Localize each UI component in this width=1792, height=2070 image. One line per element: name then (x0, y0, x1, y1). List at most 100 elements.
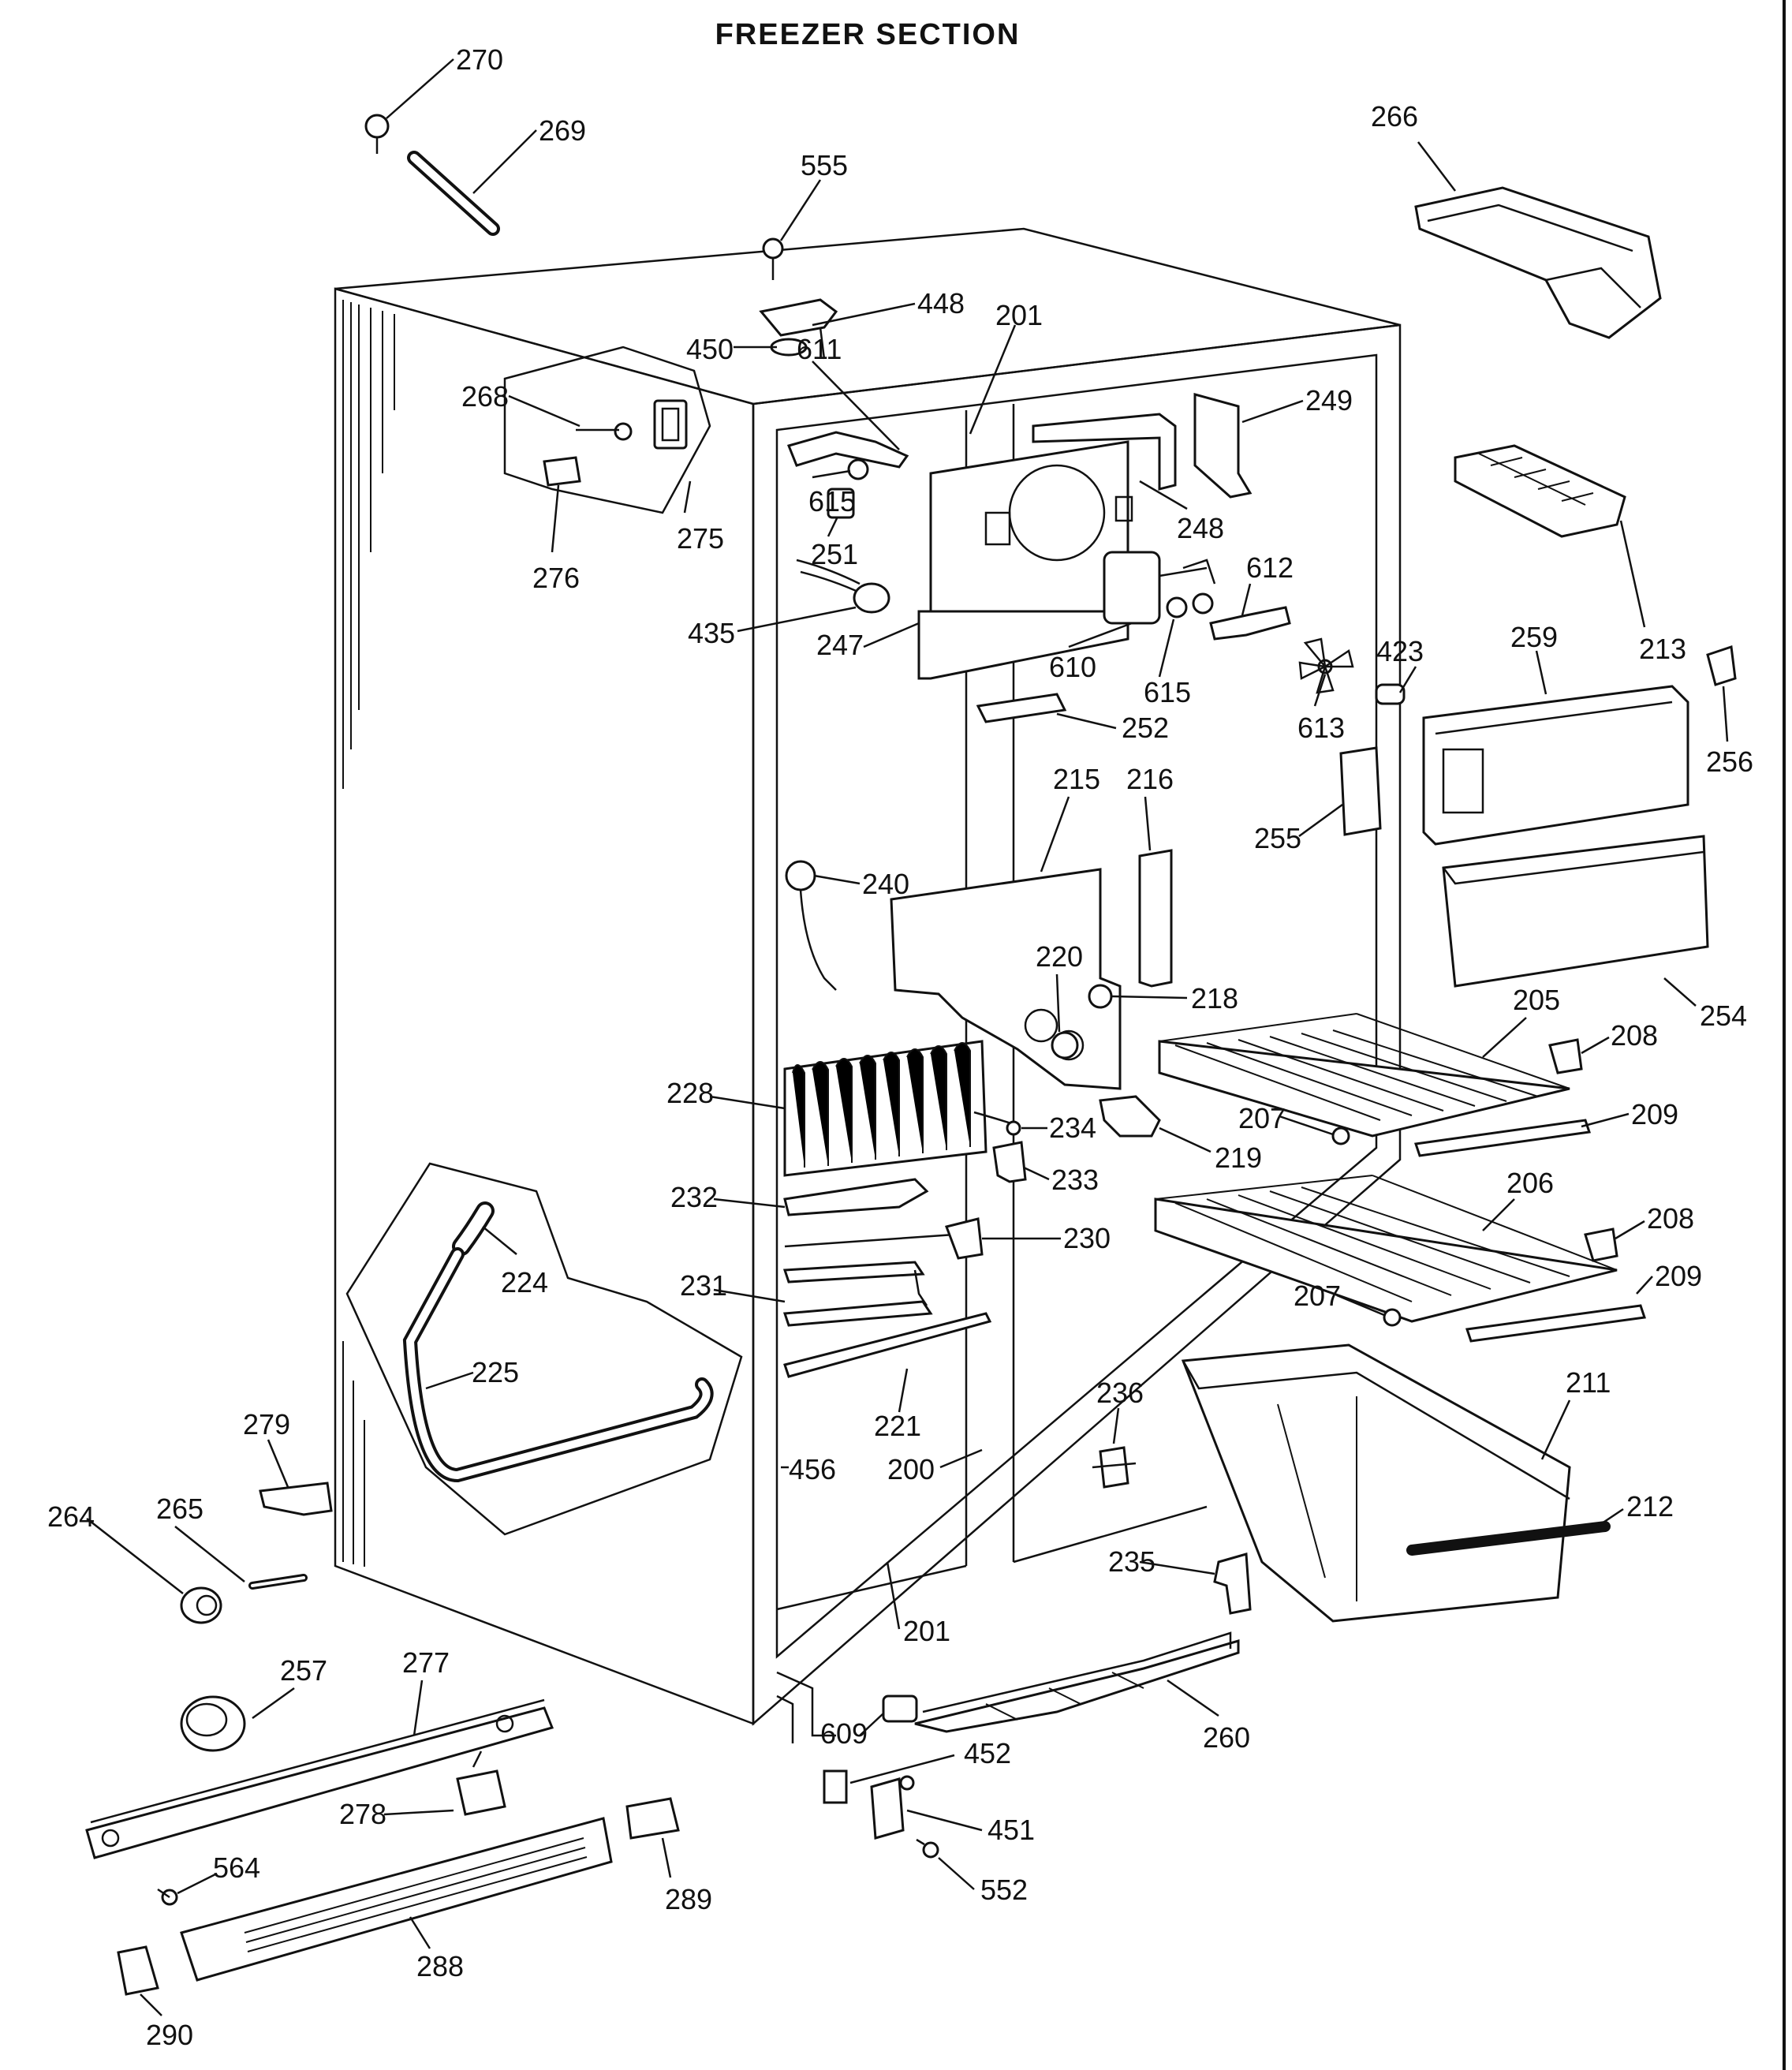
label-269: 269 (539, 114, 586, 147)
label-231: 231 (680, 1269, 727, 1302)
part-276-clip (543, 456, 581, 487)
label-206: 206 (1506, 1167, 1554, 1199)
label-275: 275 (677, 522, 724, 555)
part-219-thermostat (1099, 1095, 1161, 1138)
page-title: FREEZER SECTION (715, 18, 1021, 51)
label-209-bottom: 209 (1655, 1260, 1702, 1292)
label-277: 277 (402, 1646, 450, 1679)
liner-floor-edge-2 (1013, 1505, 1208, 1564)
label-209-top: 209 (1631, 1098, 1678, 1130)
part-251-light-socket (827, 488, 855, 519)
part-218-grommet (1088, 984, 1113, 1009)
label-451: 451 (987, 1814, 1035, 1846)
part-270-screw (364, 114, 390, 154)
cabinet-top (334, 227, 1401, 405)
part-279-bracket (259, 1482, 333, 1516)
part-207-stud (1331, 1127, 1350, 1145)
part-615-grommet (847, 458, 869, 480)
label-252: 252 (1122, 712, 1169, 744)
label-450: 450 (686, 333, 734, 365)
label-423: 423 (1376, 635, 1424, 667)
part-213-ice-tray (1454, 444, 1626, 538)
label-200: 200 (887, 1453, 935, 1485)
part-228-evaporator (783, 1040, 987, 1177)
cabinet-front-leg (776, 1671, 836, 1737)
label-225: 225 (472, 1356, 519, 1388)
label-221: 221 (874, 1410, 921, 1442)
part-264-roller (180, 1586, 222, 1624)
label-260: 260 (1203, 1721, 1250, 1754)
part-256-latch (1706, 645, 1737, 686)
label-251: 251 (811, 538, 858, 570)
part-220-grommet (1051, 1031, 1079, 1059)
label-248: 248 (1177, 512, 1224, 544)
part-249-bracket (1193, 393, 1253, 499)
part-290-end-cap (117, 1945, 159, 1996)
label-270: 270 (456, 43, 503, 76)
liner-floor-edge (776, 1564, 967, 1611)
label-289: 289 (665, 1883, 712, 1915)
label-610: 610 (1049, 651, 1096, 683)
cabinet-side (334, 287, 755, 1725)
label-257: 257 (280, 1654, 327, 1687)
label-211: 211 (1566, 1366, 1611, 1399)
label-234: 234 (1049, 1112, 1096, 1144)
part-612-bracket (1209, 606, 1291, 641)
part-224-drain-hose (452, 1201, 495, 1256)
part-230-heater-terminal (784, 1217, 984, 1260)
part-452-plate (823, 1769, 848, 1804)
part-207-stud-2 (1383, 1308, 1402, 1327)
part-208-bracket (1548, 1038, 1583, 1074)
part-212-basket-handle (1406, 1521, 1611, 1556)
label-220: 220 (1036, 940, 1083, 973)
part-211-basket (1181, 1343, 1571, 1623)
label-207-bottom: 207 (1294, 1280, 1341, 1312)
part-423-bulb (1375, 683, 1406, 705)
part-247-fan-shroud (917, 440, 1133, 680)
label-230: 230 (1063, 1222, 1111, 1254)
part-268-switch-wire (576, 422, 633, 441)
part-610-fan-motor (1103, 551, 1216, 625)
part-235-hinge (1213, 1552, 1252, 1615)
label-612: 612 (1246, 551, 1294, 584)
label-256: 256 (1706, 745, 1753, 778)
label-290: 290 (146, 2019, 193, 2051)
part-259-shelf-top (1422, 685, 1689, 846)
label-208-bottom: 208 (1647, 1202, 1694, 1235)
cabinet-front-frame (752, 323, 1402, 1726)
label-611: 611 (797, 333, 842, 365)
label-265: 265 (156, 1493, 203, 1525)
part-448-hinge (759, 298, 838, 337)
part-236-hinge-pin (1092, 1446, 1137, 1489)
label-278: 278 (339, 1798, 386, 1830)
part-205-wire-shelf (1158, 1013, 1570, 1138)
label-212: 212 (1626, 1490, 1674, 1523)
label-276: 276 (532, 562, 580, 594)
part-232-drain-trough (783, 1178, 929, 1216)
part-435-wire-harness (796, 559, 890, 614)
label-609: 609 (820, 1717, 868, 1750)
label-254: 254 (1700, 1000, 1747, 1032)
label-266: 266 (1371, 100, 1418, 133)
part-451-hinge (870, 1775, 915, 1840)
cabinet-side-hatching (342, 300, 395, 1567)
label-228: 228 (666, 1077, 714, 1109)
part-266-ice-bin (1414, 186, 1662, 339)
drain-tube-group (345, 1162, 743, 1536)
label-207-top: 207 (1238, 1102, 1286, 1134)
part-289-clip (625, 1797, 680, 1840)
label-232: 232 (670, 1181, 718, 1213)
label-615-top: 615 (808, 485, 856, 518)
label-201-bottom: 201 (903, 1615, 950, 1647)
label-613: 613 (1297, 712, 1345, 744)
label-452: 452 (964, 1737, 1011, 1769)
label-552: 552 (980, 1874, 1028, 1906)
part-209-trim (1414, 1119, 1591, 1157)
part-231-heater (782, 1261, 933, 1327)
label-448: 448 (917, 287, 965, 319)
label-555: 555 (801, 149, 848, 181)
part-257-knob (180, 1695, 246, 1752)
label-216: 216 (1126, 763, 1174, 795)
label-233: 233 (1051, 1164, 1099, 1196)
label-249: 249 (1305, 384, 1353, 417)
